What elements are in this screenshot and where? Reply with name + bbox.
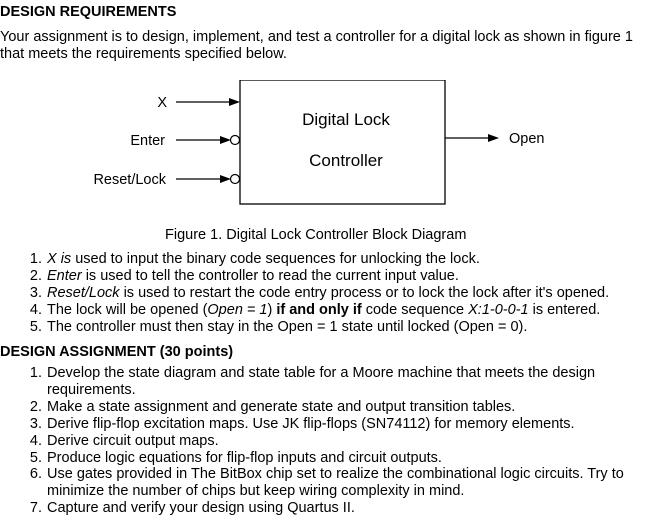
enter-inversion-bubble xyxy=(229,134,241,146)
output-label-open: Open xyxy=(509,131,544,147)
section-heading-requirements: DESIGN REQUIREMENTS xyxy=(0,4,177,20)
controller-box xyxy=(239,80,446,205)
input-label-reset: Reset/Lock xyxy=(93,172,166,188)
box-label-line2: Controller xyxy=(309,151,383,170)
enter-arrow-head xyxy=(220,136,231,144)
box-label-line1: Digital Lock xyxy=(302,110,390,129)
reset-inversion-bubble xyxy=(229,173,241,185)
figure-caption: Figure 1. Digital Lock Controller Block … xyxy=(165,227,467,243)
section-heading-assignment: DESIGN ASSIGNMENT (30 points) xyxy=(0,344,234,360)
input-label-x: X xyxy=(157,95,167,111)
open-arrow-head xyxy=(488,134,499,142)
x-arrow-head xyxy=(229,98,240,106)
intro-paragraph: Your assignment is to design, implement,… xyxy=(0,29,633,62)
input-label-enter: Enter xyxy=(130,133,165,149)
block-diagram: Digital Lock Controller X Enter Reset/Lo… xyxy=(93,80,544,205)
reset-arrow-head xyxy=(220,175,231,183)
